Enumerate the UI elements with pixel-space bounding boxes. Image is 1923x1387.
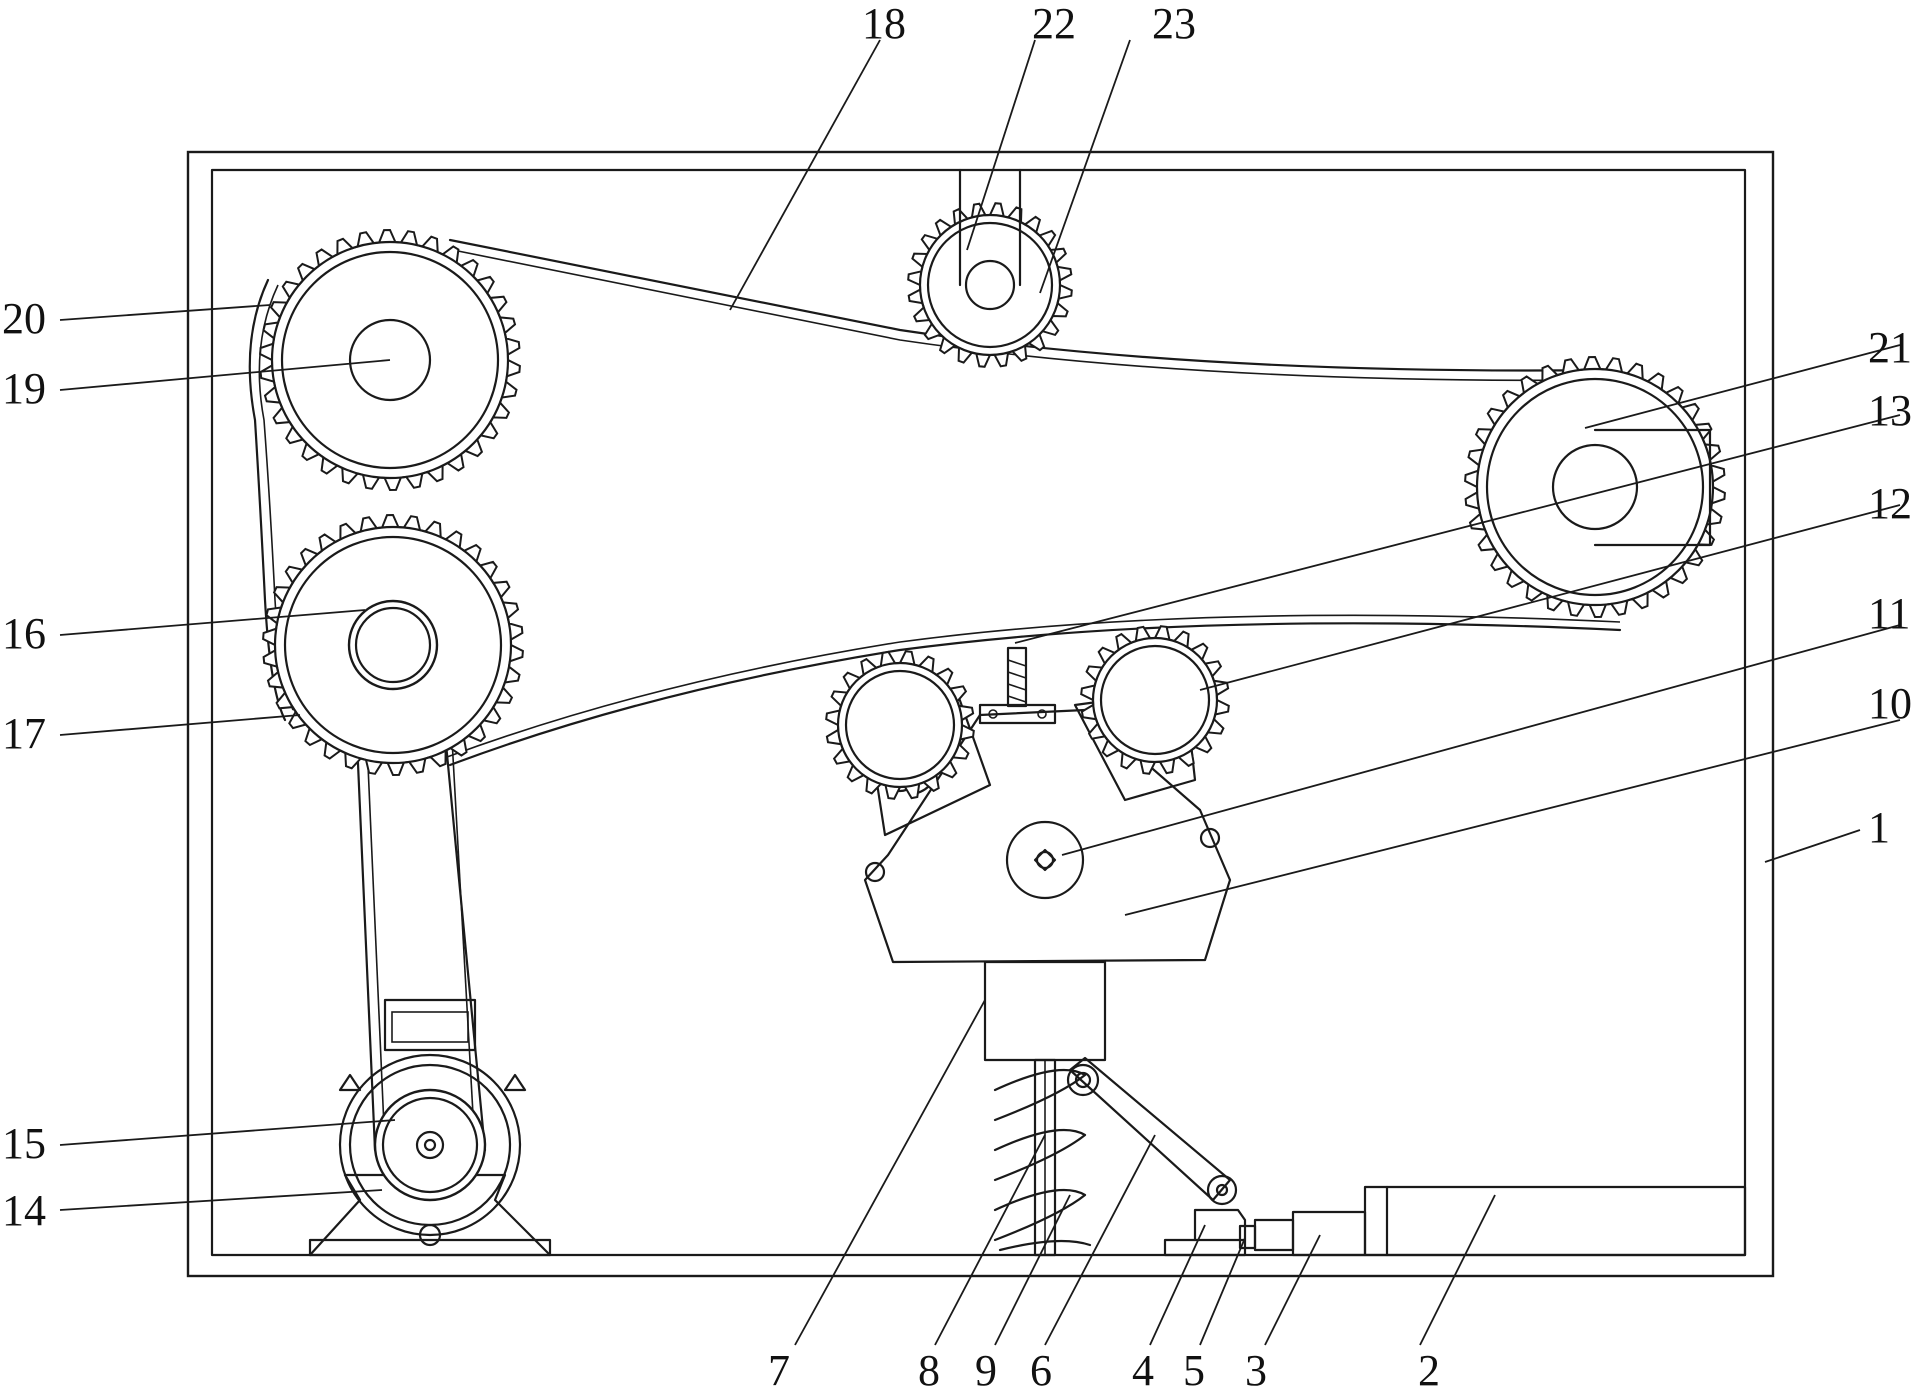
sprocket-top-idler	[907, 202, 1073, 368]
sprocket-right-rim	[1475, 367, 1715, 607]
cylinder	[1238, 1210, 1367, 1257]
callout-13: 13	[1868, 386, 1912, 435]
callout-16: 16	[2, 609, 46, 658]
callout-19: 19	[2, 364, 46, 413]
callout-8: 8	[918, 1346, 940, 1387]
belt-pulley	[347, 599, 439, 691]
callout-1: 1	[1868, 803, 1890, 852]
callout-15: 15	[2, 1119, 46, 1168]
sprocket-top-idler-rim	[918, 213, 1062, 357]
callout-17: 17	[2, 709, 46, 758]
callout-18: 18	[862, 0, 906, 48]
sprocket-right-inner-ring	[1485, 377, 1705, 597]
sprocket-right	[1464, 355, 1726, 619]
sprocket-small-right-rim	[1091, 636, 1219, 764]
motor-pulley	[373, 1088, 487, 1202]
callout-21: 21	[1868, 323, 1912, 372]
sprocket-top-idler-inner-ring	[926, 221, 1054, 349]
callout-11: 11	[1868, 589, 1910, 638]
head-housing	[863, 708, 1232, 964]
callout-7: 7	[768, 1346, 790, 1387]
sprocket-upper-left-inner-ring	[280, 250, 500, 470]
sprocket-lower-left-inner-ring	[283, 535, 503, 755]
sprocket-small-right	[1080, 625, 1230, 775]
callout-20: 20	[2, 294, 46, 343]
callout-3: 3	[1245, 1346, 1267, 1387]
sprocket-small-left-teeth	[825, 650, 975, 800]
sprocket-small-left	[825, 650, 975, 800]
driven-sprocket-bracket	[1551, 428, 1712, 547]
callout-22: 22	[1032, 0, 1076, 48]
sprocket-small-right-inner-ring	[1099, 644, 1211, 756]
tensioner-arm	[958, 168, 1022, 311]
slider-seat	[1163, 1174, 1247, 1257]
callout-10: 10	[1868, 679, 1912, 728]
spring-tensioner	[978, 646, 1057, 725]
gear-hub	[348, 318, 432, 402]
leader-lines	[59, 39, 1901, 1346]
callout-4: 4	[1132, 1346, 1154, 1387]
callout-9: 9	[975, 1346, 997, 1387]
callout-14: 14	[2, 1186, 46, 1235]
callout-2: 2	[1418, 1346, 1440, 1387]
callout-23: 23	[1152, 0, 1196, 48]
sprocket-small-left-rim	[836, 661, 964, 789]
sprocket-upper-left-rim	[270, 240, 510, 480]
callout-5: 5	[1183, 1346, 1205, 1387]
sprocket-small-left-inner-ring	[844, 669, 956, 781]
callout-12: 12	[1868, 479, 1912, 528]
sprocket-small-right-teeth	[1080, 625, 1230, 775]
sprocket-lower-left-rim	[273, 525, 513, 765]
callout-6: 6	[1030, 1346, 1052, 1387]
